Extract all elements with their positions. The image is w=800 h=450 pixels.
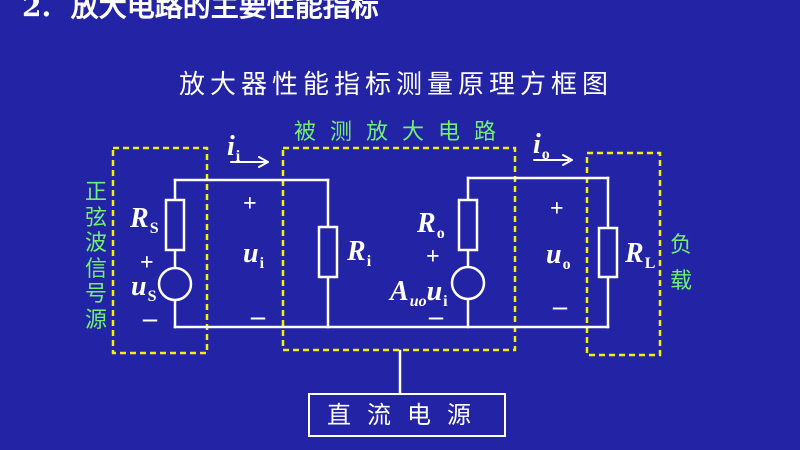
amplifier-block-label: 被测放大电路 [294, 120, 511, 145]
source-resistance-label: RS [130, 203, 159, 237]
load-label-char: 负 [669, 233, 692, 258]
diagram-title: 放大器性能指标测量原理方框图 [179, 70, 614, 100]
source-resistance-subscript: S [149, 220, 159, 237]
source-resistor [164, 198, 186, 252]
input-current-symbol: i [227, 131, 235, 162]
controlled-variable-subscript: i [443, 293, 448, 310]
input-current-arrow-icon [230, 156, 269, 168]
signal-source-label-char: 源 [84, 307, 107, 333]
load-label: 负 载 [668, 228, 694, 300]
source-plus-sign: + [140, 250, 154, 276]
signal-source-block-outline [111, 146, 209, 355]
slide-heading: 2. 放大电路的主要性能指标 [22, 0, 379, 23]
signal-source-label: 正 弦 波 信 号 源 [83, 180, 109, 333]
input-resistance-label: Ri [347, 236, 371, 270]
voltage-gain-symbol: A [390, 276, 409, 307]
input-resistor [317, 225, 339, 279]
output-current-symbol: i [533, 129, 541, 160]
input-minus-sign: – [251, 301, 265, 332]
load-resistance-subscript: L [644, 255, 656, 272]
output-resistance-symbol: R [417, 208, 436, 239]
output-current-arrow-icon [533, 154, 573, 166]
input-current-label: ii [227, 131, 240, 165]
output-resistance-subscript: o [436, 225, 445, 242]
output-voltage-label: uo [546, 239, 571, 273]
controlled-source-minus-sign: – [429, 301, 443, 332]
signal-source-label-char: 正 [84, 180, 107, 205]
load-block-outline [585, 151, 662, 357]
controlled-source-symbol [450, 265, 486, 301]
source-voltage-symbol-text: u [131, 271, 147, 302]
signal-source-label-char: 号 [84, 282, 107, 307]
output-current-subscript: o [541, 146, 550, 163]
input-plus-sign: + [243, 191, 257, 217]
controlled-source-plus-sign: + [426, 244, 440, 270]
source-minus-sign: – [143, 303, 157, 334]
signal-source-label-char: 弦 [84, 205, 107, 231]
output-plus-sign: + [550, 196, 564, 222]
input-voltage-subscript: i [259, 255, 265, 272]
voltage-gain-subscript: uo [409, 293, 427, 310]
source-resistance-symbol: R [130, 203, 149, 234]
controlled-variable-symbol: u [426, 276, 443, 307]
input-current-subscript: i [235, 148, 241, 165]
input-resistance-symbol: R [347, 236, 366, 267]
signal-source-label-char: 波 [84, 231, 107, 256]
input-resistance-subscript: i [366, 253, 372, 270]
source-voltage-label: uS [131, 271, 156, 305]
load-label-char: 载 [669, 269, 692, 294]
source-voltage-symbol [157, 266, 193, 302]
load-resistor [597, 226, 619, 279]
input-voltage-label: ui [243, 238, 264, 272]
controlled-source-label: Auoui [390, 276, 448, 310]
output-minus-sign: – [553, 291, 567, 322]
load-resistance-label: RL [625, 238, 655, 272]
signal-source-label-char: 信 [84, 256, 107, 282]
input-voltage-symbol: u [243, 238, 259, 269]
output-resistance-label: Ro [417, 208, 445, 242]
output-voltage-symbol: u [546, 239, 562, 270]
load-resistance-symbol: R [625, 238, 644, 269]
output-voltage-subscript: o [562, 256, 571, 273]
power-supply-block: 直流电源 [308, 393, 506, 437]
source-voltage-subscript: S [147, 288, 157, 305]
output-current-label: io [533, 129, 550, 163]
output-resistor [457, 198, 479, 252]
power-supply-label: 直流电源 [327, 401, 487, 429]
